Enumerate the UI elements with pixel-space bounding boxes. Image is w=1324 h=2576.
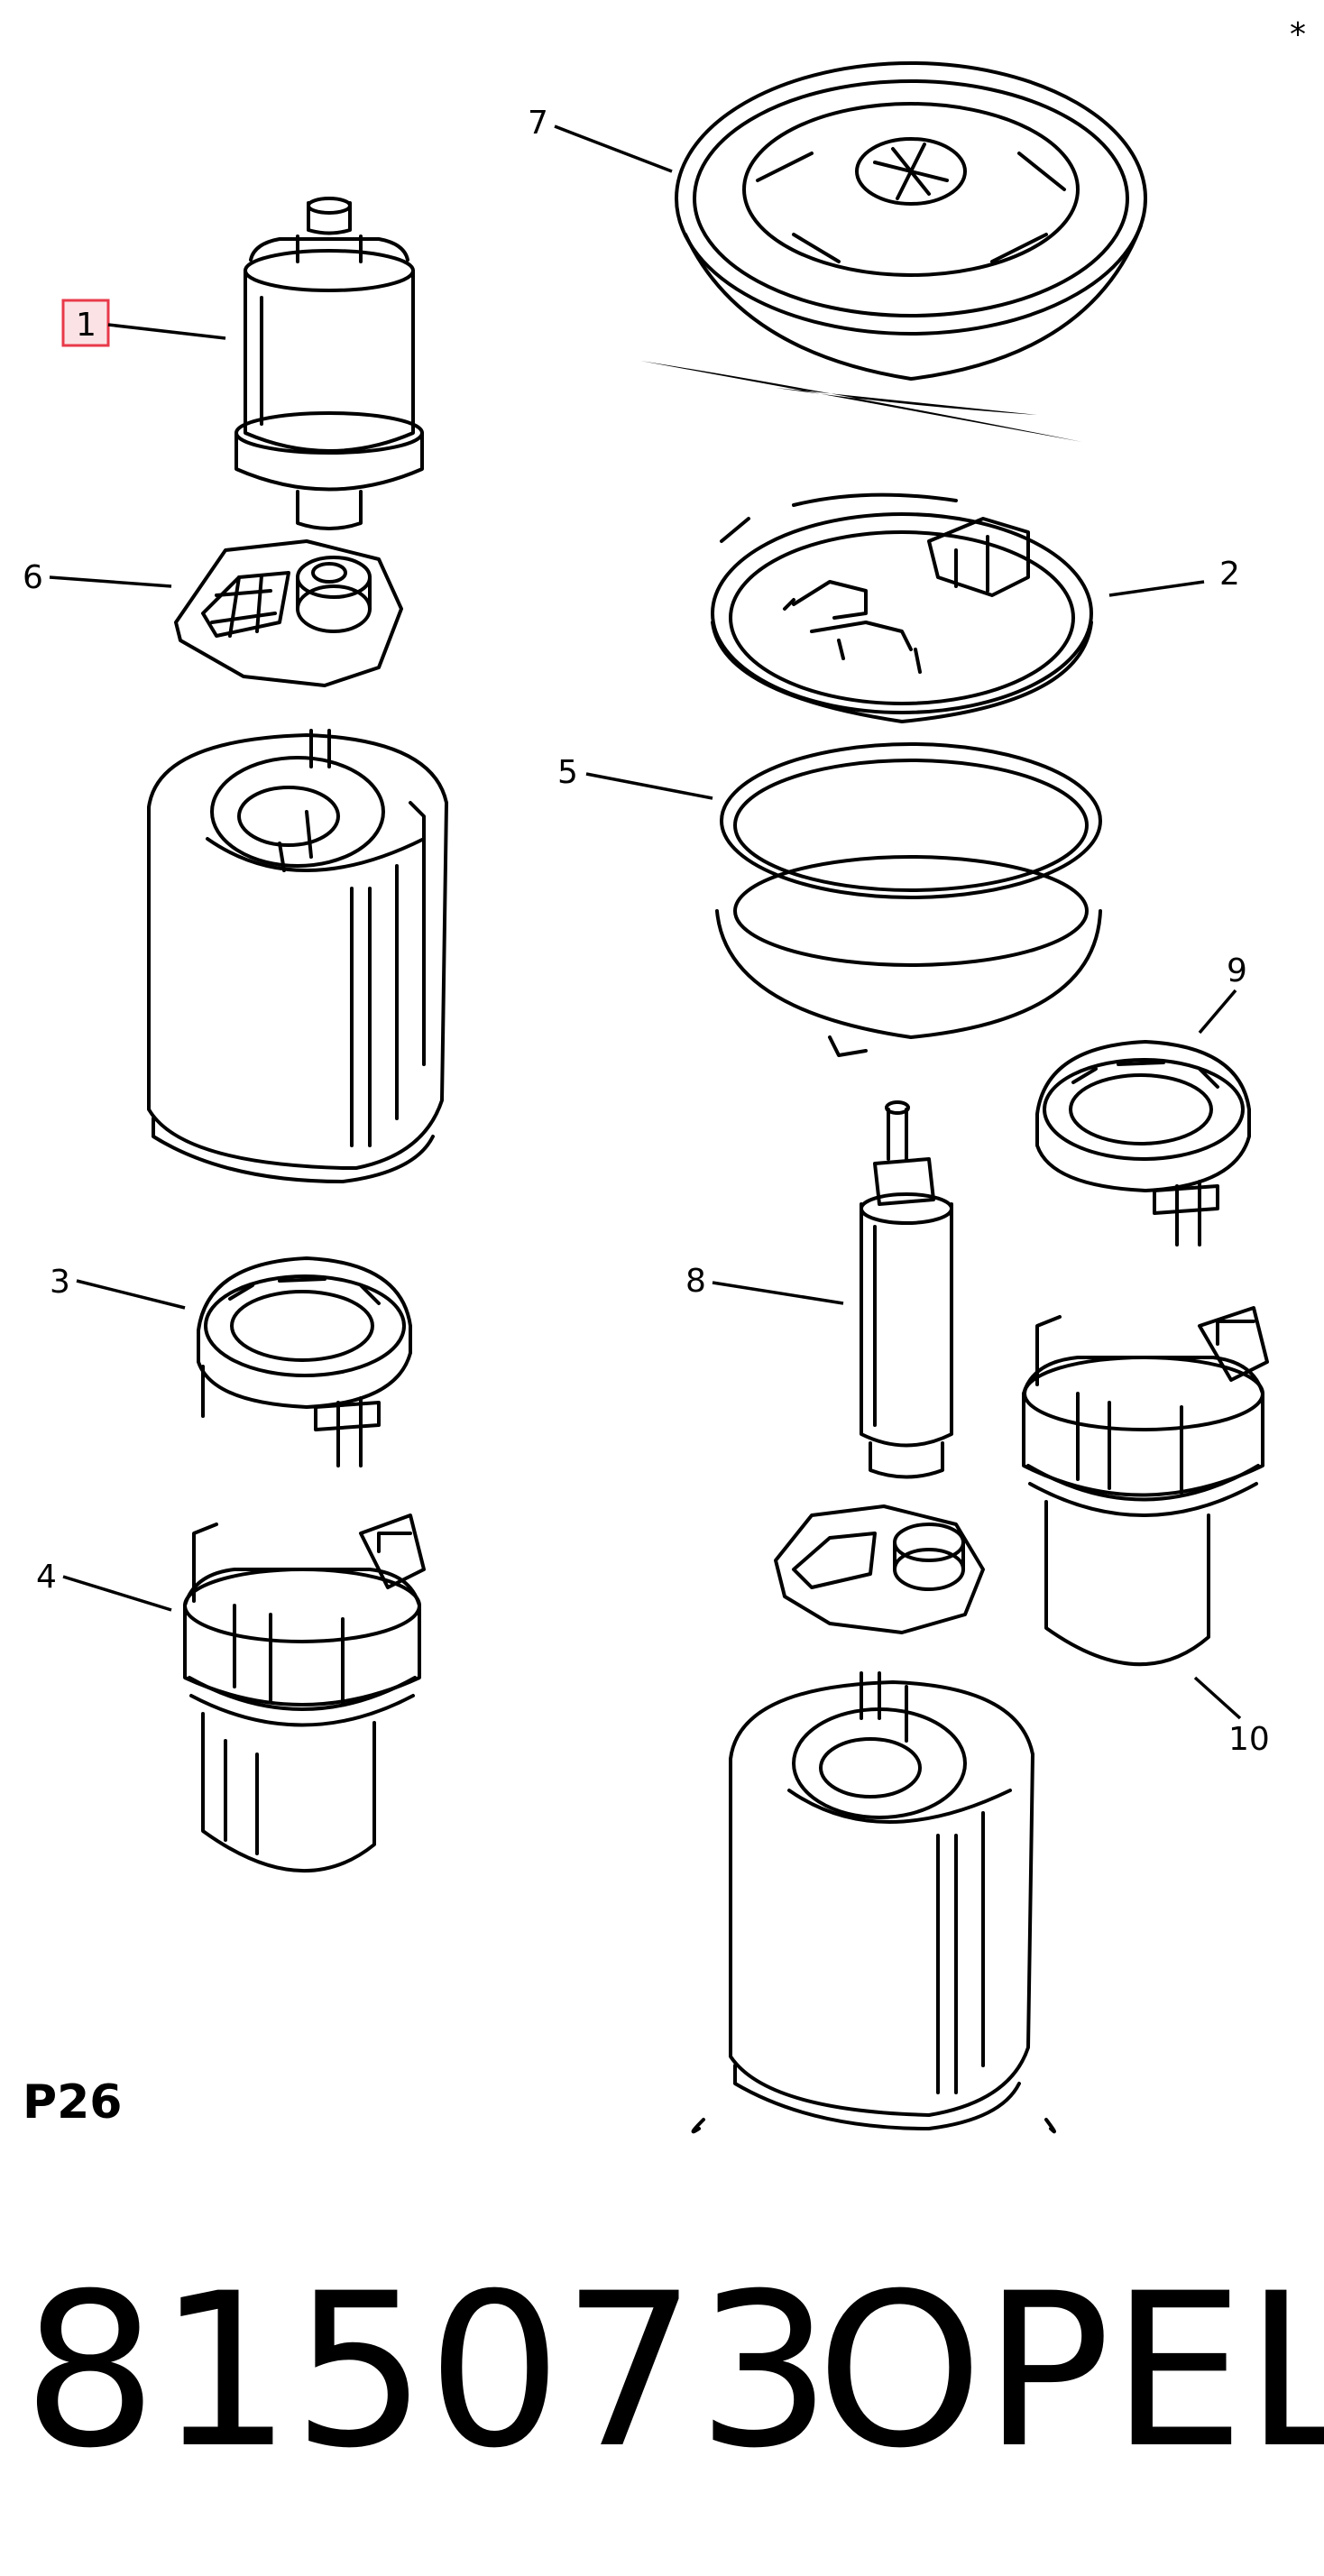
part-4-reservoir [183, 1513, 426, 1873]
callout-10-leader [1193, 1676, 1242, 1720]
callout-9-leader [1198, 989, 1237, 1035]
diagram-code: P26 [23, 2075, 122, 2130]
part-10-reservoir [1022, 1306, 1269, 1667]
callout-7-label: 7 [528, 105, 548, 142]
callout-9-label: 9 [1227, 952, 1247, 989]
callout-5-label: 5 [557, 754, 578, 791]
callout-6-leader [49, 575, 172, 588]
tank-surface-outline [640, 361, 1082, 442]
corner-mark: * [1290, 16, 1306, 53]
part-3-retaining-ring [197, 1256, 412, 1467]
pump-housing-left [147, 729, 448, 1183]
part-7-sealing-cover [675, 61, 1147, 381]
part-6-filter-strainer [174, 539, 403, 687]
pump-housing-right [691, 1671, 1056, 2134]
callout-2-leader [1108, 580, 1205, 597]
part-1-fuel-pump [234, 197, 424, 530]
callout-1-leader [107, 323, 226, 340]
callout-10-label: 10 [1228, 1721, 1270, 1758]
callout-1-label: 1 [76, 307, 97, 344]
part-8-fuel-pump [860, 1100, 953, 1479]
callout-1-highlight[interactable] [61, 299, 110, 347]
callout-4-label: 4 [36, 1559, 57, 1596]
callout-3-label: 3 [50, 1264, 70, 1301]
filter-strainer-right [774, 1504, 985, 1634]
part-5-seal-ring [715, 742, 1102, 1057]
callout-3-leader [76, 1279, 186, 1310]
callout-2-label: 2 [1219, 556, 1240, 593]
part-9-retaining-ring [1035, 1040, 1251, 1247]
callout-8-leader [712, 1281, 844, 1305]
callout-8-label: 8 [685, 1263, 706, 1300]
callout-5-leader [585, 772, 713, 800]
callout-4-leader [62, 1575, 172, 1612]
brand-name: OPEL [816, 2249, 1324, 2495]
part-number: 815073 [23, 2249, 832, 2495]
part-2-flange [711, 492, 1093, 723]
callout-7-leader [554, 124, 673, 173]
callout-6-label: 6 [23, 559, 43, 596]
